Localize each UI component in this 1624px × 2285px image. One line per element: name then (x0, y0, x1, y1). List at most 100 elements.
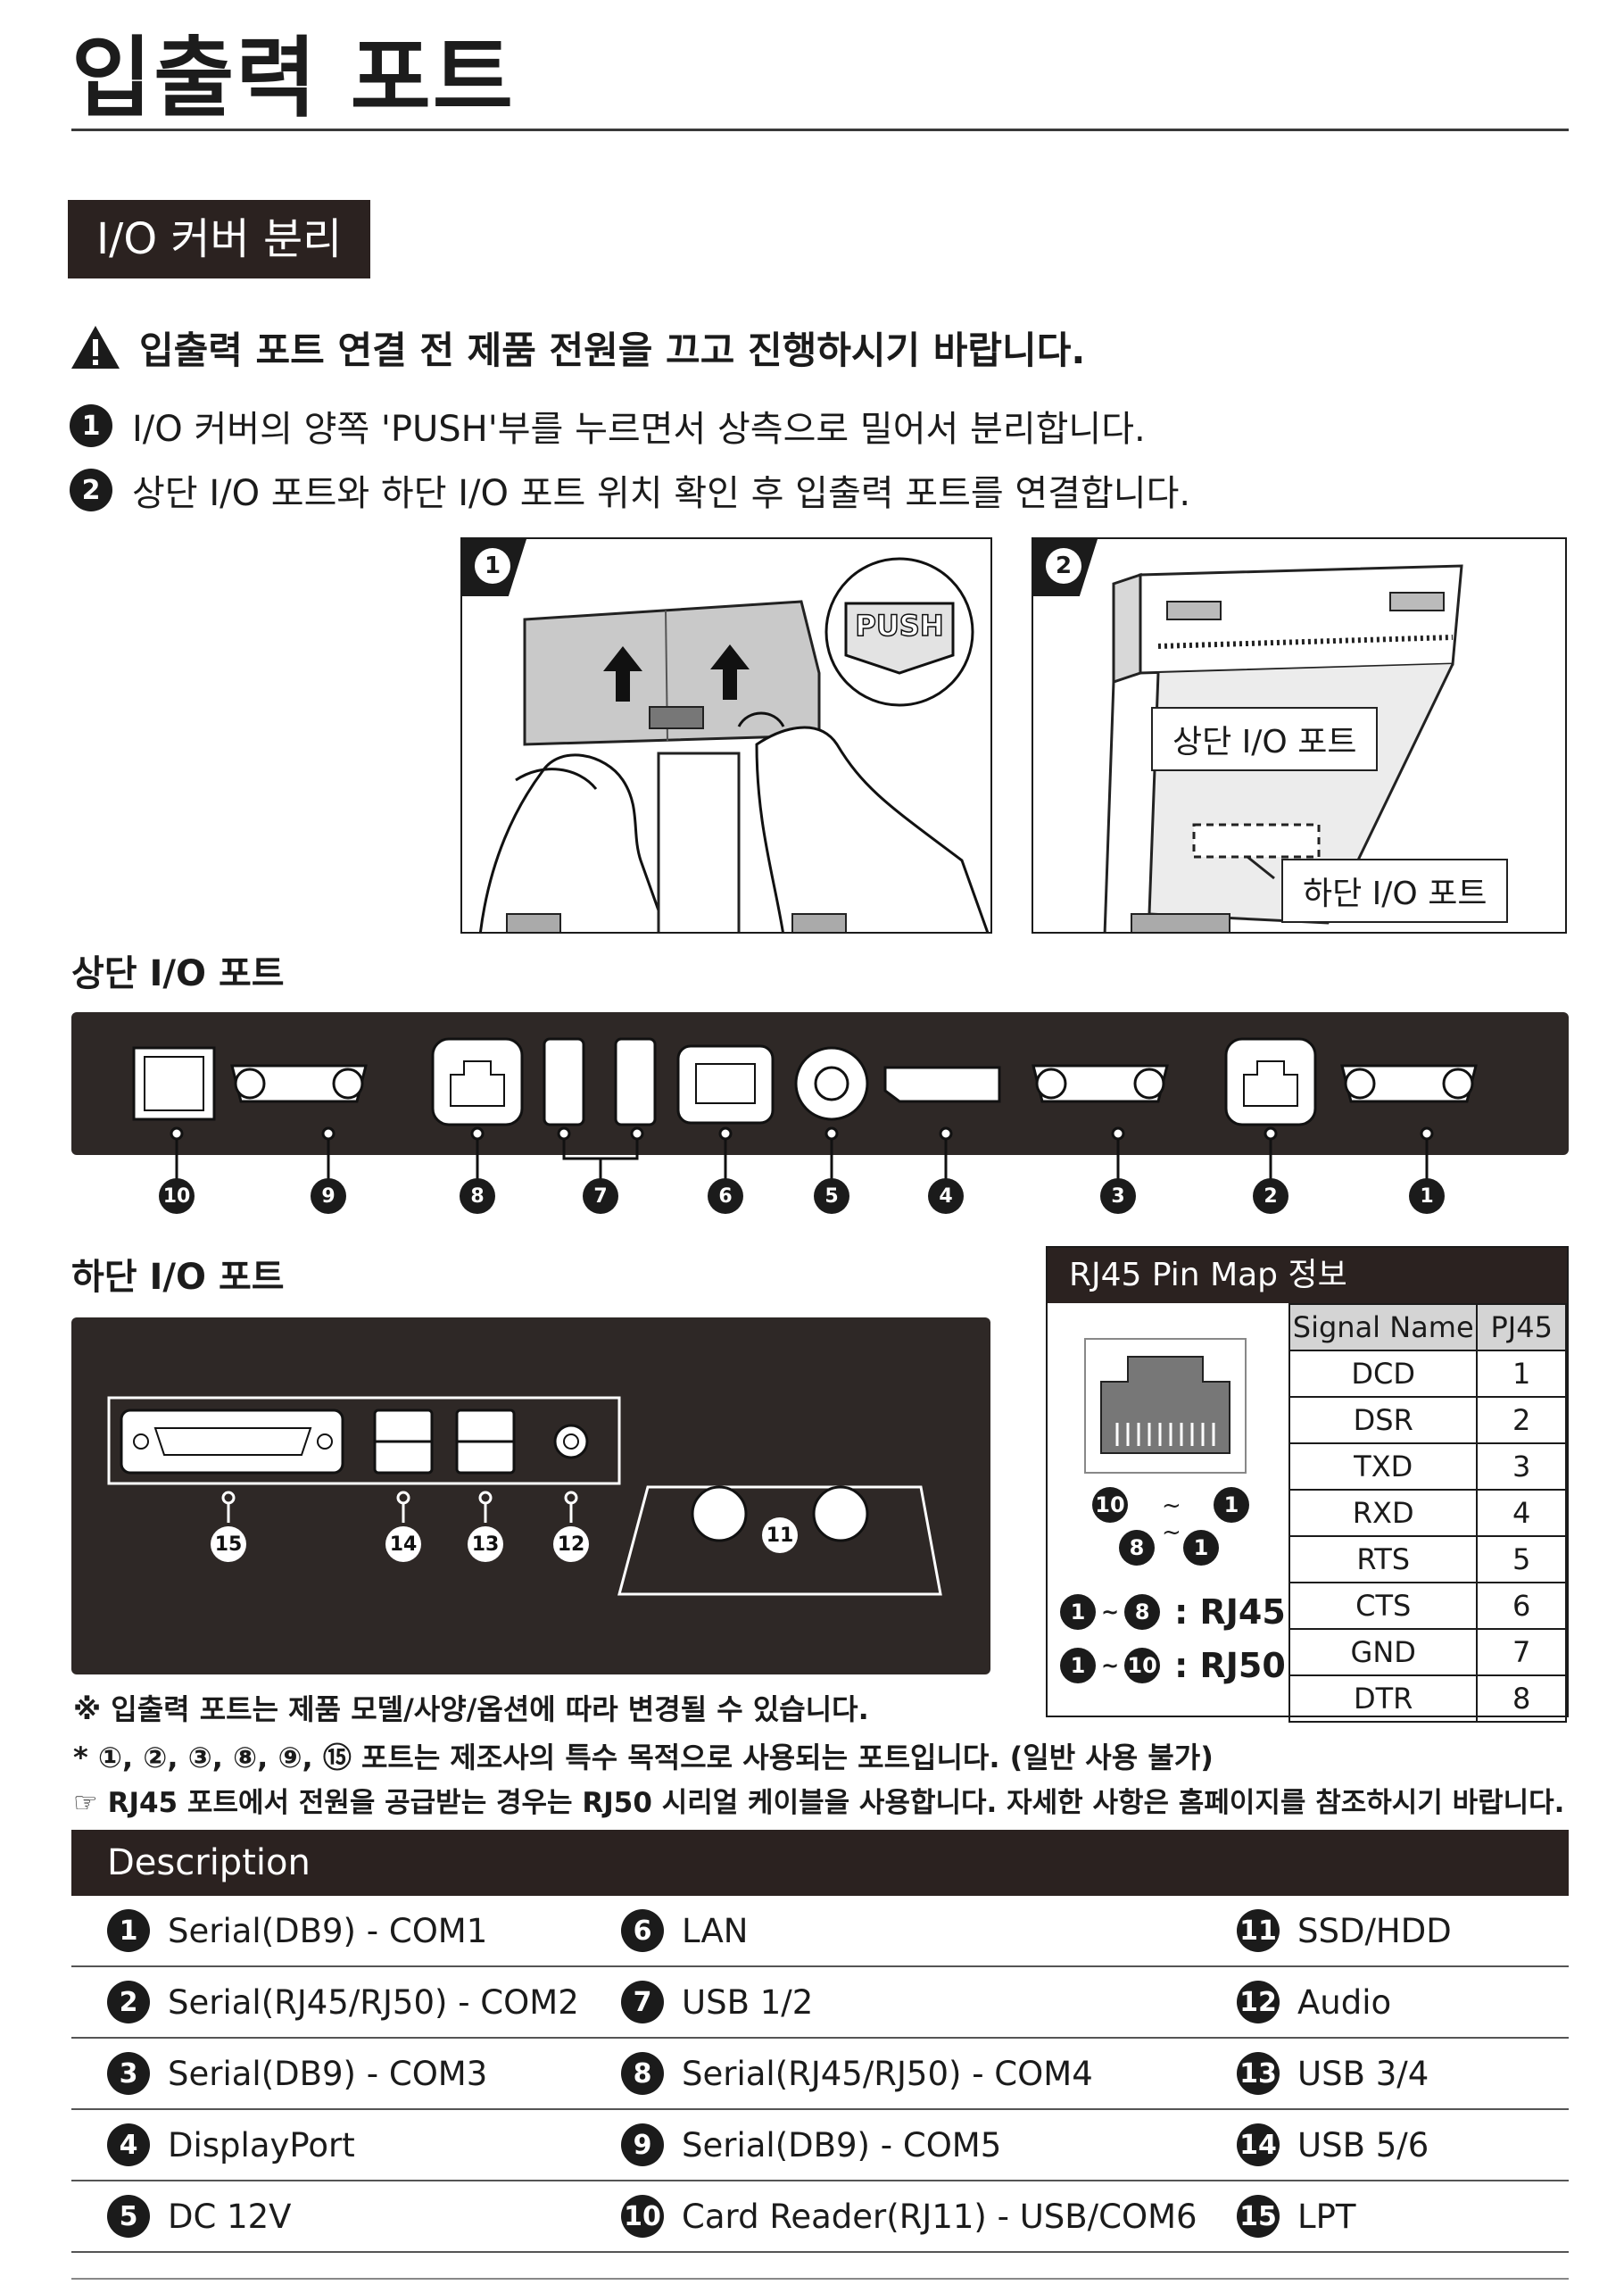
upper-io-callout: 상단 I/O 포트 (1151, 707, 1379, 771)
signal-cell: TXD (1288, 1442, 1479, 1491)
signal-cell: DTR (1288, 1674, 1479, 1723)
figure-remove-cover: PUSH 1 (460, 537, 992, 934)
item-number: 4 (107, 2123, 150, 2166)
description-item: 13 USB 3/4 (1237, 2039, 1429, 2108)
item-label: USB 3/4 (1297, 2054, 1429, 2093)
port-label-1: 1 (1409, 1178, 1445, 1214)
step-1: 1 I/O 커버의 양쪽 'PUSH'부를 누르면서 상측으로 밀어서 분리합니… (70, 400, 1146, 452)
pin-cell: 3 (1476, 1442, 1567, 1491)
figure-number: 1 (475, 548, 510, 584)
signal-cell: CTS (1288, 1582, 1479, 1630)
item-number: 15 (1237, 2195, 1280, 2238)
item-number: 12 (1237, 1981, 1280, 2023)
signal-cell: RTS (1288, 1535, 1479, 1583)
pin-tilde: ~ (1162, 1519, 1181, 1546)
item-number: 2 (107, 1981, 150, 2023)
port-label-4: 4 (928, 1178, 964, 1214)
port-label-10: 10 (159, 1178, 195, 1214)
range-rj45: 1 ~ 8 : RJ45 (1060, 1592, 1286, 1632)
pinmap-title: RJ45 Pin Map 정보 (1048, 1248, 1567, 1303)
signal-cell: DCD (1288, 1350, 1479, 1398)
lower-io-panel: 15 14 13 12 11 (71, 1317, 990, 1674)
item-number: 11 (1237, 1909, 1280, 1952)
item-label: Audio (1297, 1982, 1392, 2022)
warning-icon (71, 326, 120, 369)
pin-label-1-bottom: 1 (1183, 1530, 1219, 1566)
item-label: Serial(DB9) - COM3 (168, 2054, 488, 2093)
port-label-14: 14 (385, 1526, 421, 1562)
pin-label-10: 10 (1092, 1487, 1128, 1523)
pinmap-header-row: Signal Name PJ45 (1288, 1303, 1567, 1351)
item-label: USB 5/6 (1297, 2125, 1429, 2165)
item-label: DisplayPort (168, 2125, 355, 2165)
port-label-3: 3 (1100, 1178, 1136, 1214)
pin-cell: 4 (1476, 1489, 1567, 1537)
range-label: : RJ50 (1174, 1646, 1286, 1685)
rj45-pinmap: RJ45 Pin Map 정보 10 ~ 1 8 ~ 1 1 ~ 8 : RJ4… (1046, 1246, 1569, 1723)
header-pj45: PJ45 (1476, 1303, 1567, 1351)
item-label: Card Reader(RJ11) - USB/COM6 (682, 2197, 1197, 2236)
rj-connector-icon (1084, 1338, 1247, 1474)
port-label-12: 12 (553, 1526, 589, 1562)
cover-removal-illustration (479, 557, 990, 932)
upper-io-heading: 상단 I/O 포트 (71, 953, 285, 994)
pin-cell: 8 (1476, 1674, 1567, 1723)
range-from: 1 (1060, 1648, 1096, 1683)
step-text: 상단 I/O 포트와 하단 I/O 포트 위치 확인 후 입출력 포트를 연결합… (132, 473, 1191, 514)
note-model-change: ※ 입출력 포트는 제품 모델/사양/옵션에 따라 변경될 수 있습니다. (73, 1692, 869, 1726)
pin-cell: 2 (1476, 1396, 1567, 1444)
item-number: 13 (1237, 2052, 1280, 2095)
item-label: Serial(RJ45/RJ50) - COM2 (168, 1982, 579, 2022)
page-title: 입출력 포트 (71, 28, 515, 129)
push-label: PUSH (855, 608, 945, 644)
item-number: 5 (107, 2195, 150, 2238)
upper-port-leaders (170, 1126, 1434, 1180)
pin-tilde: ~ (1162, 1492, 1181, 1519)
note-special-ports: * ①, ②, ③, ⑧, ⑨, ⑮ 포트는 제조사의 특수 목적으로 사용되는… (73, 1741, 1214, 1774)
figure-number-tab: 1 (462, 539, 526, 596)
pin-label-1-top: 1 (1214, 1487, 1249, 1523)
item-number: 8 (621, 2052, 664, 2095)
port-label-5: 5 (814, 1178, 849, 1214)
step-2: 2 상단 I/O 포트와 하단 I/O 포트 위치 확인 후 입출력 포트를 연… (70, 464, 1190, 516)
upper-ports-drawing (132, 1037, 1478, 1126)
lower-io-callout: 하단 I/O 포트 (1281, 859, 1509, 923)
item-label: LAN (682, 1911, 749, 1950)
item-number: 6 (621, 1909, 664, 1952)
description-header: Description (71, 1830, 1569, 1896)
step-number: 1 (70, 404, 112, 447)
pin-cell: 6 (1476, 1582, 1567, 1630)
item-label: USB 1/2 (682, 1982, 814, 2022)
port-label-11: 11 (762, 1517, 798, 1553)
step-text: I/O 커버의 양쪽 'PUSH'부를 누르면서 상측으로 밀어서 분리합니다. (132, 409, 1146, 450)
description-item: 5 DC 12V (107, 2181, 291, 2251)
pin-cell: 5 (1476, 1535, 1567, 1583)
header-signal-name: Signal Name (1288, 1303, 1479, 1351)
description-item: 12 Audio (1237, 1967, 1391, 2037)
item-label: DC 12V (168, 2197, 292, 2236)
item-label: SSD/HDD (1297, 1911, 1452, 1950)
port-label-7: 7 (583, 1178, 618, 1214)
item-label: Serial(DB9) - COM1 (168, 1911, 488, 1950)
range-from: 1 (1060, 1594, 1096, 1630)
section-tag: I/O 커버 분리 (68, 200, 371, 278)
bottom-divider (71, 2278, 1569, 2280)
range-label: : RJ45 (1174, 1592, 1286, 1632)
port-label-9: 9 (311, 1178, 346, 1214)
item-number: 3 (107, 2052, 150, 2095)
description-item: 2 Serial(RJ45/RJ50) - COM2 (107, 1967, 579, 2037)
upper-io-panel (71, 1012, 1569, 1155)
